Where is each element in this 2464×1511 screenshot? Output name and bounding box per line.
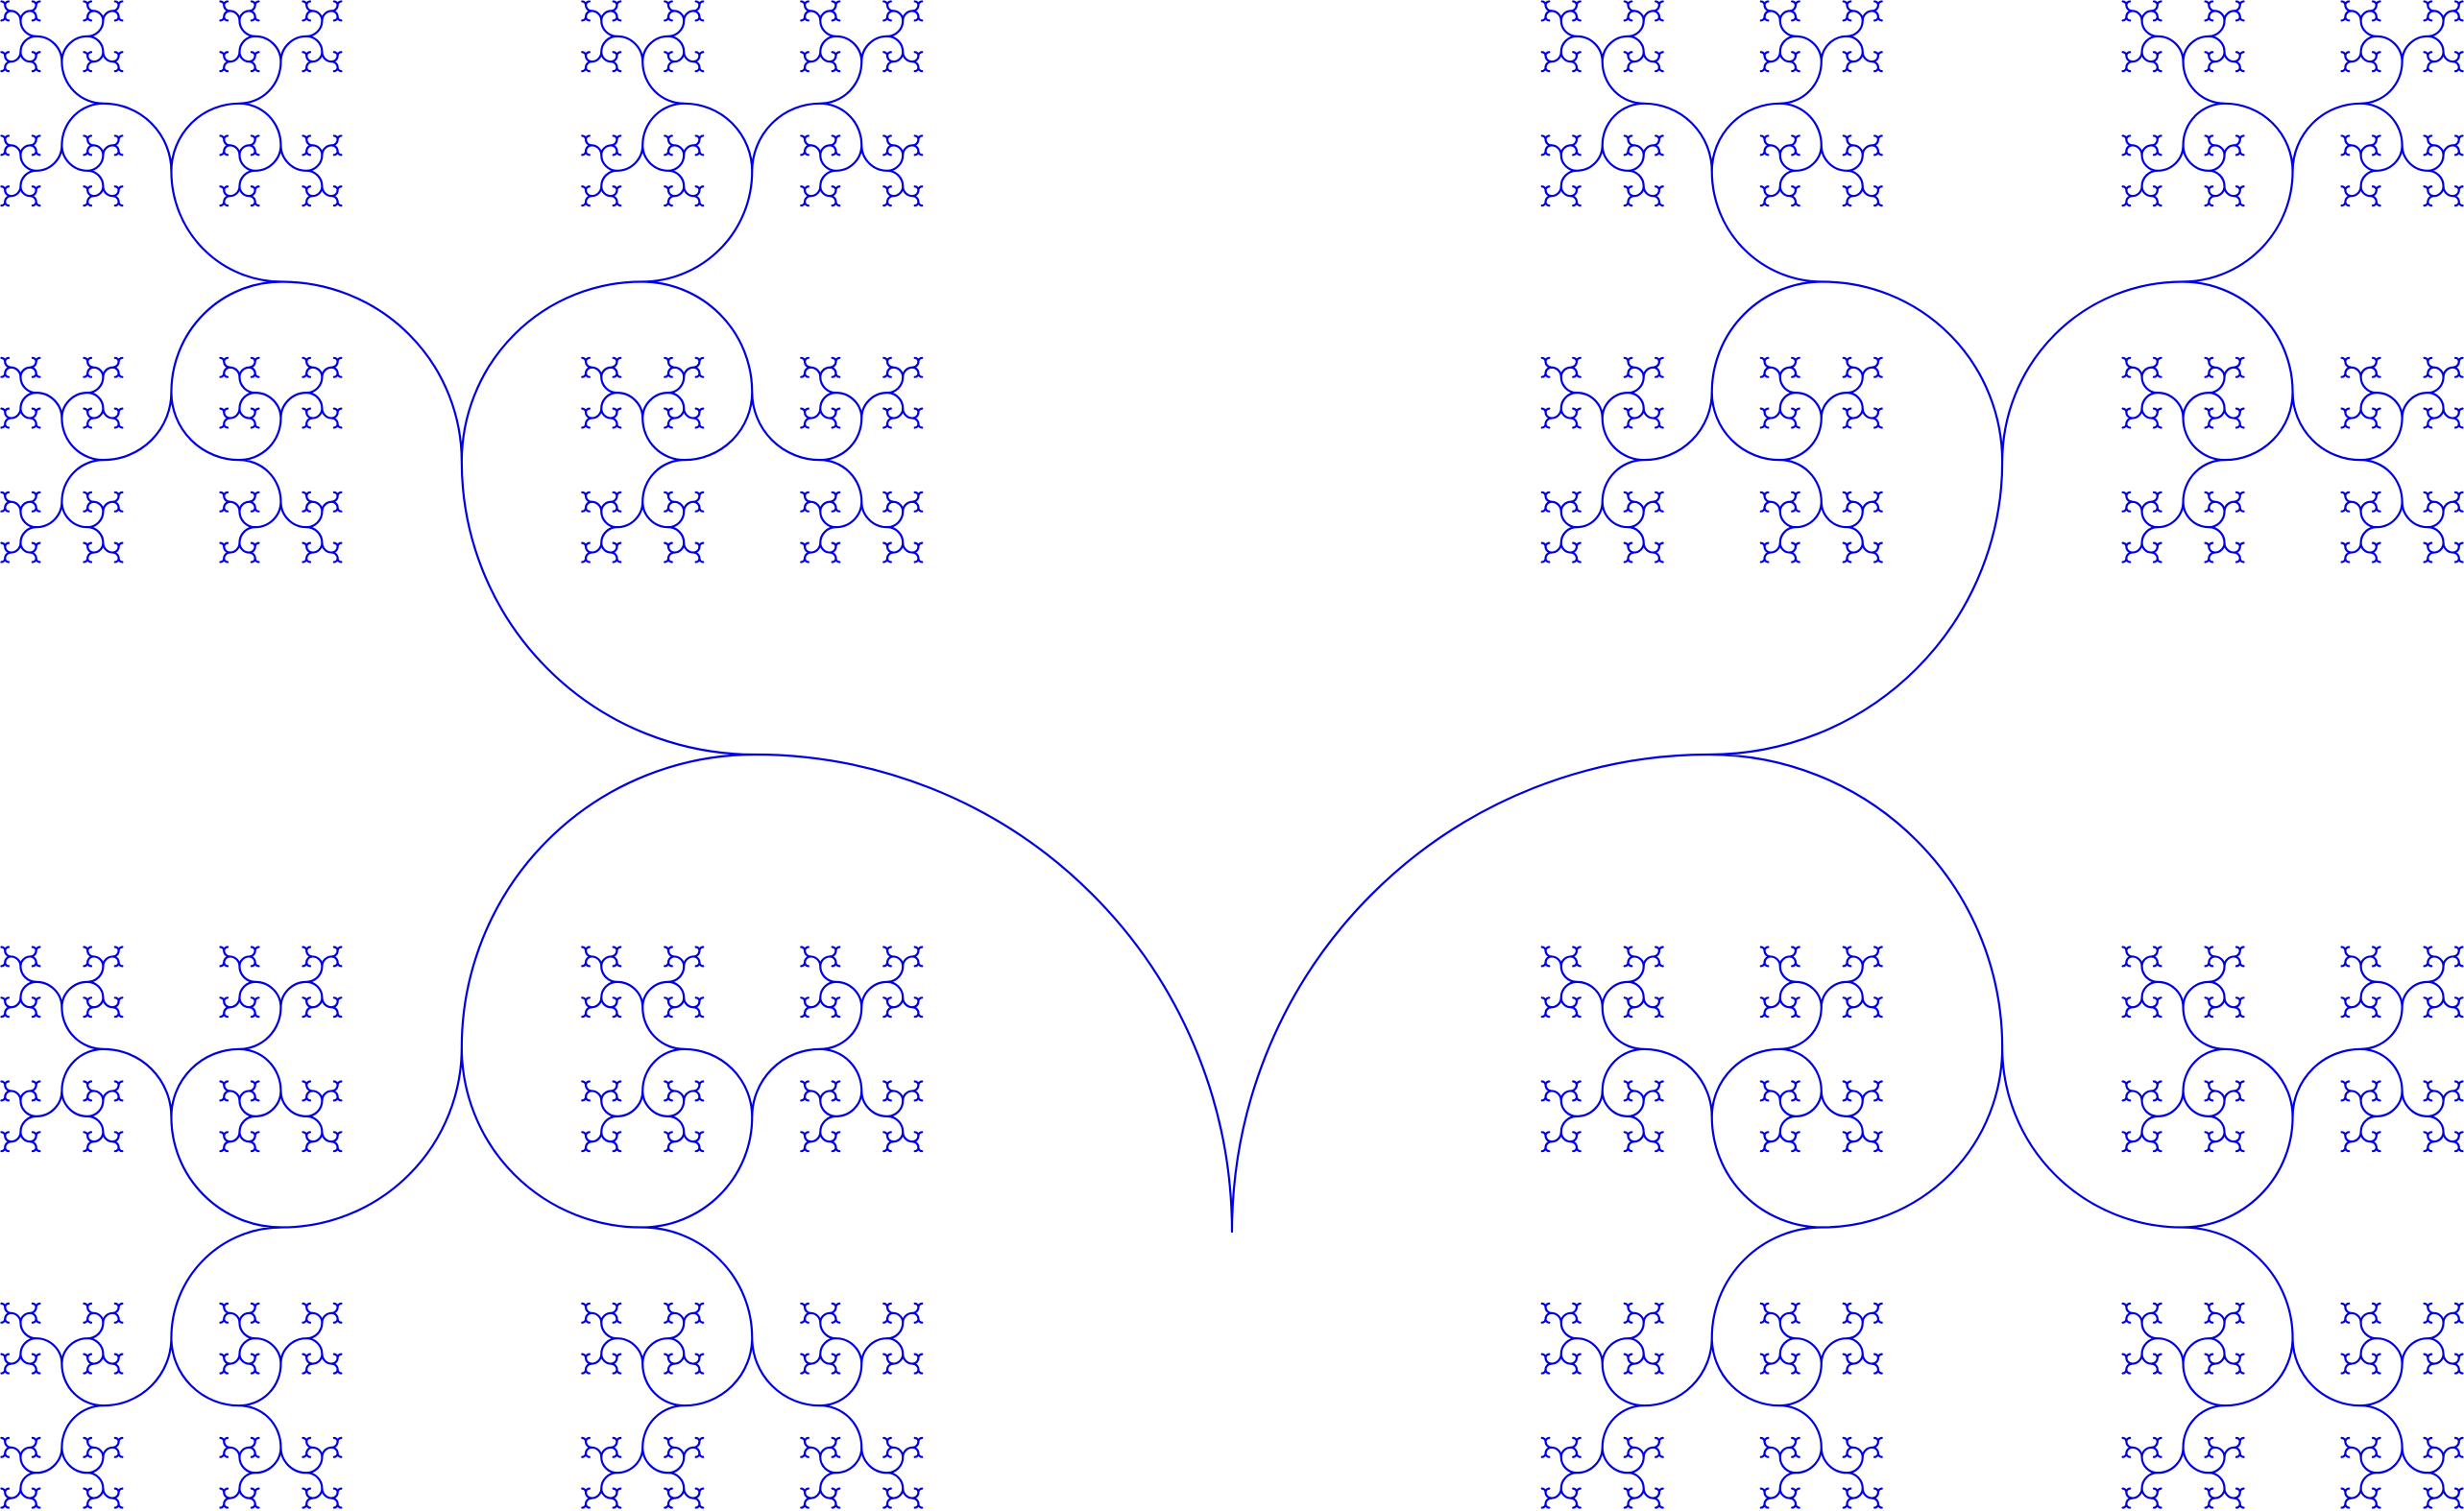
fractal-curve	[0, 0, 2464, 1509]
fractal-diagram	[0, 0, 2464, 1509]
fractal-curve-group	[0, 0, 2464, 1509]
